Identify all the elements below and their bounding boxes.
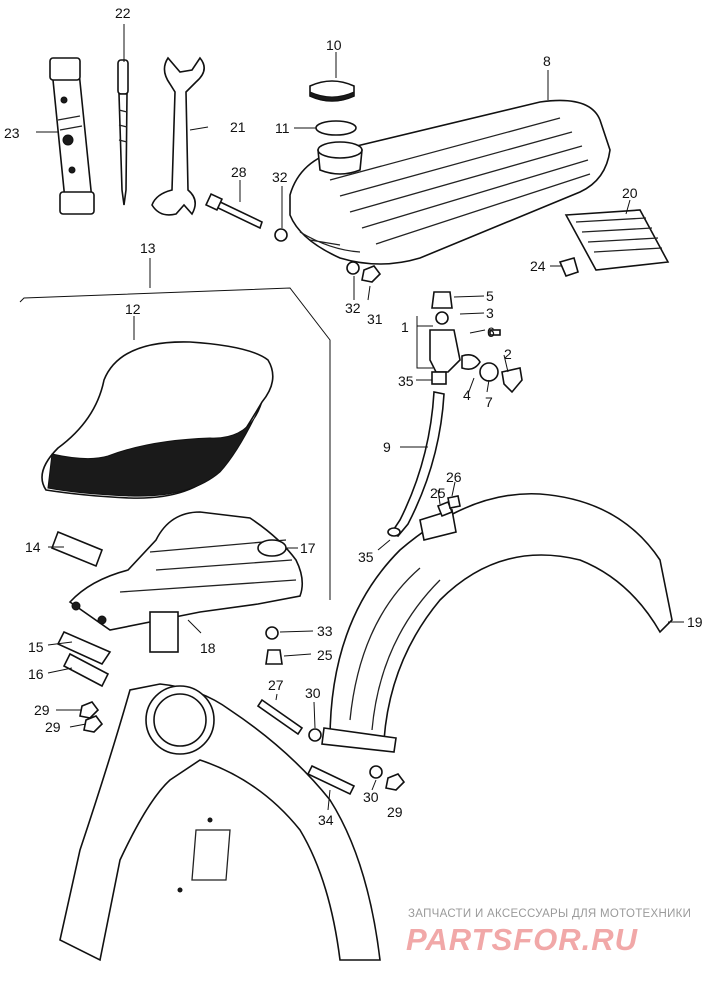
seat-plate <box>62 652 110 688</box>
nut <box>361 265 382 283</box>
bolt <box>447 495 461 509</box>
bolt <box>256 698 304 736</box>
callout-12: 12 <box>125 301 141 317</box>
callout-3: 3 <box>486 305 494 321</box>
callout-15: 15 <box>28 639 44 655</box>
callout-5: 5 <box>486 288 494 304</box>
callout-19: 19 <box>687 614 703 630</box>
callout-21: 21 <box>230 119 246 135</box>
callout-23: 23 <box>4 125 20 141</box>
callout-8: 8 <box>543 53 551 69</box>
bolt <box>265 649 283 665</box>
callout-28: 28 <box>231 164 247 180</box>
callout-numbers: 1 2 3 4 5 6 7 8 9 10 11 12 13 14 15 16 1… <box>4 5 703 828</box>
watermark: ЗАПЧАСТИ И АКСЕССУАРЫ ДЛЯ МОТОТЕХНИКИ PA… <box>406 908 691 957</box>
nut <box>385 773 406 791</box>
callout-6: 6 <box>487 324 495 340</box>
callout-4: 4 <box>463 387 471 403</box>
callout-27: 27 <box>268 677 284 693</box>
callout-35a: 35 <box>398 373 414 389</box>
callout-35b: 35 <box>358 549 374 565</box>
callout-30a: 30 <box>305 685 321 701</box>
seat-nut <box>257 539 287 557</box>
fuel-cap <box>309 80 355 102</box>
fuel-cock <box>429 291 523 394</box>
callout-18: 18 <box>200 640 216 656</box>
cap-gasket <box>315 120 357 136</box>
callout-13: 13 <box>140 240 156 256</box>
callout-20: 20 <box>622 185 638 201</box>
callout-34: 34 <box>318 812 334 828</box>
callout-25a: 25 <box>430 485 446 501</box>
callout-26: 26 <box>446 469 462 485</box>
callout-24: 24 <box>530 258 546 274</box>
callout-29a: 29 <box>34 702 50 718</box>
nut <box>79 701 100 719</box>
frame <box>59 683 381 962</box>
callout-33: 33 <box>317 623 333 639</box>
callout-2: 2 <box>504 346 512 362</box>
washer <box>308 728 322 742</box>
washer <box>346 261 360 275</box>
watermark-tagline: ЗАПЧАСТИ И АКСЕССУАРЫ ДЛЯ МОТОТЕХНИКИ <box>408 908 691 920</box>
callout-7: 7 <box>485 394 493 410</box>
watermark-brand: PARTSFOR.RU <box>406 922 639 957</box>
callout-1: 1 <box>401 319 409 335</box>
bolt <box>436 500 454 518</box>
leader-lines <box>36 24 684 811</box>
callout-29c: 29 <box>387 804 403 820</box>
clip <box>558 257 579 277</box>
callout-29b: 29 <box>45 719 61 735</box>
screwdriver <box>117 59 129 206</box>
group-bracket <box>19 258 331 600</box>
callout-16: 16 <box>28 666 44 682</box>
seat-base <box>68 511 304 653</box>
bolt <box>204 192 263 230</box>
tank-side-cover <box>564 209 670 271</box>
callout-17: 17 <box>300 540 316 556</box>
callout-9: 9 <box>383 439 391 455</box>
callout-14: 14 <box>25 539 41 555</box>
callout-11: 11 <box>275 120 290 136</box>
pin <box>306 764 356 796</box>
callout-32a: 32 <box>272 169 288 185</box>
callout-25b: 25 <box>317 647 333 663</box>
callout-32b: 32 <box>345 300 361 316</box>
callout-22: 22 <box>115 5 131 21</box>
spark-plug-wrench <box>49 57 95 215</box>
fuel-tank <box>289 99 611 265</box>
rear-fender <box>321 492 673 753</box>
seat-bracket <box>50 530 104 568</box>
seat-plate <box>56 630 112 666</box>
washer <box>274 228 288 242</box>
washer <box>369 765 383 779</box>
seat <box>41 341 274 499</box>
wrench <box>151 56 205 216</box>
callout-31: 31 <box>367 311 383 327</box>
callout-30b: 30 <box>363 789 379 805</box>
fuel-tube <box>387 391 445 538</box>
callout-10: 10 <box>326 37 342 53</box>
washer <box>265 626 279 640</box>
nut <box>83 715 104 733</box>
